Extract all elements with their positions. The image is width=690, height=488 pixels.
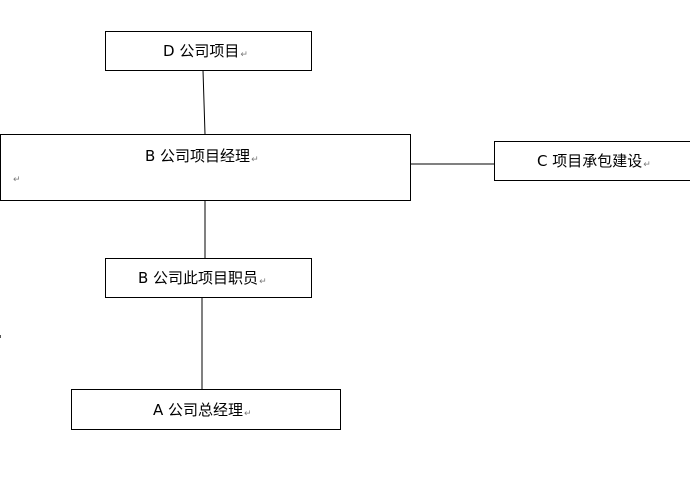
node-c-label: C 项目承包建设 <box>537 152 643 170</box>
node-b-staff-label: B 公司此项目职员 <box>138 269 259 287</box>
paragraph-mark-icon: ↵ <box>244 409 252 419</box>
paragraph-mark-icon: ↵ <box>240 50 248 60</box>
edge-tick-mark <box>0 335 1 338</box>
paragraph-mark-icon: ↵ <box>13 175 21 185</box>
paragraph-mark-icon: ↵ <box>259 277 267 287</box>
node-b-project-staff: B 公司此项目职员↵ <box>105 258 312 298</box>
node-a-general-manager: A 公司总经理↵ <box>71 389 341 430</box>
node-b-manager-label: B 公司项目经理 <box>145 147 251 165</box>
node-d-label: D 公司项目 <box>163 42 240 60</box>
node-b-project-manager: B 公司项目经理↵ ↵ <box>0 134 411 201</box>
node-c-project-contract: C 项目承包建设↵ <box>494 141 690 181</box>
paragraph-mark-icon: ↵ <box>643 160 651 170</box>
paragraph-mark-icon: ↵ <box>251 155 259 165</box>
node-d-company-project: D 公司项目↵ <box>105 31 312 71</box>
edge-d-to-b-manager <box>202 69 206 135</box>
node-a-label: A 公司总经理 <box>153 401 244 419</box>
